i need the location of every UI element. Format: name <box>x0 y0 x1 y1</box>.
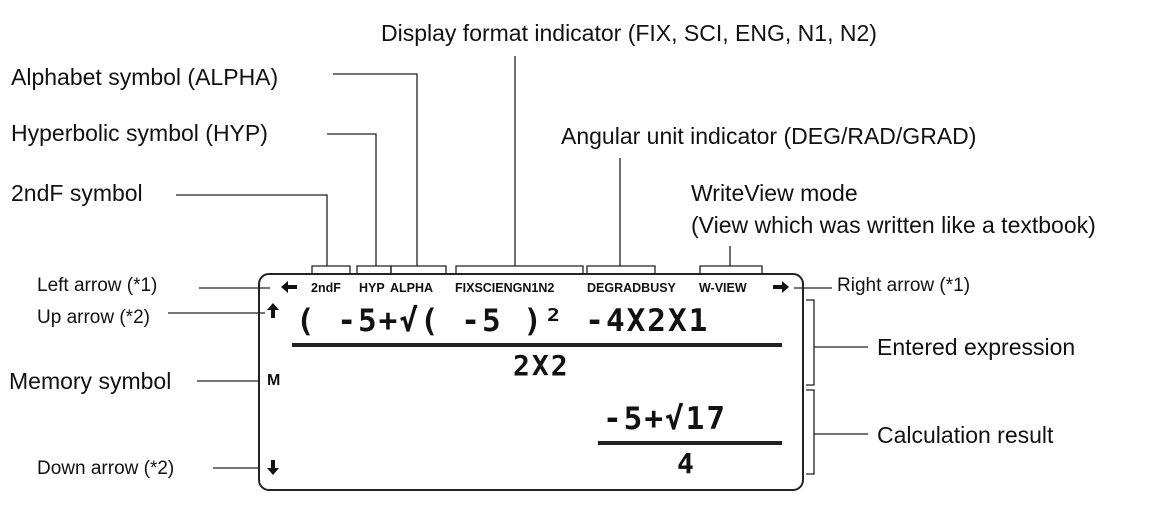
right-arrow-label: Right arrow (*1) <box>837 275 971 296</box>
display-format-indicator: FIXSCIENGN1N2 <box>455 281 555 295</box>
secondf-symbol-label: 2ndF symbol <box>11 180 143 206</box>
alphabet-symbol-label: Alphabet symbol (ALPHA) <box>11 64 279 90</box>
display-format-label: Display format indicator (FIX, SCI, ENG,… <box>381 20 877 46</box>
writeview-indicator: W-VIEW <box>699 281 747 295</box>
entered-expression-numerator: ( -5+√( -5 )² -4X2X1 <box>296 303 710 339</box>
entered-expression-denominator: 2X2 <box>513 349 570 382</box>
left-arrow-label: Left arrow (*1) <box>37 275 158 296</box>
result-denominator: 4 <box>677 447 696 480</box>
entered-expression-label: Entered expression <box>877 334 1076 360</box>
up-arrow-icon <box>267 303 279 321</box>
calculation-result-label: Calculation result <box>877 422 1054 448</box>
hyperbolic-symbol-label: Hyperbolic symbol (HYP) <box>11 120 268 146</box>
alpha-indicator: ALPHA <box>390 281 434 295</box>
writeview-mode-label: WriteView mode <box>691 180 858 206</box>
secondf-indicator: 2ndF <box>311 281 341 295</box>
memory-symbol-label: Memory symbol <box>9 368 172 394</box>
right-arrow-icon <box>773 281 789 296</box>
angular-unit-label: Angular unit indicator (DEG/RAD/GRAD) <box>561 123 977 149</box>
down-arrow-icon <box>267 460 279 478</box>
memory-indicator: M <box>267 372 281 389</box>
result-numerator: -5+√17 <box>603 401 727 437</box>
writeview-description-label: (View which was written like a textbook) <box>691 212 1096 238</box>
down-arrow-label: Down arrow (*2) <box>37 458 175 479</box>
left-arrow-icon <box>281 281 297 296</box>
angle-busy-indicator: DEGRADBUSY <box>587 281 676 295</box>
hyp-indicator: HYP <box>359 281 385 295</box>
up-arrow-label: Up arrow (*2) <box>37 307 150 328</box>
